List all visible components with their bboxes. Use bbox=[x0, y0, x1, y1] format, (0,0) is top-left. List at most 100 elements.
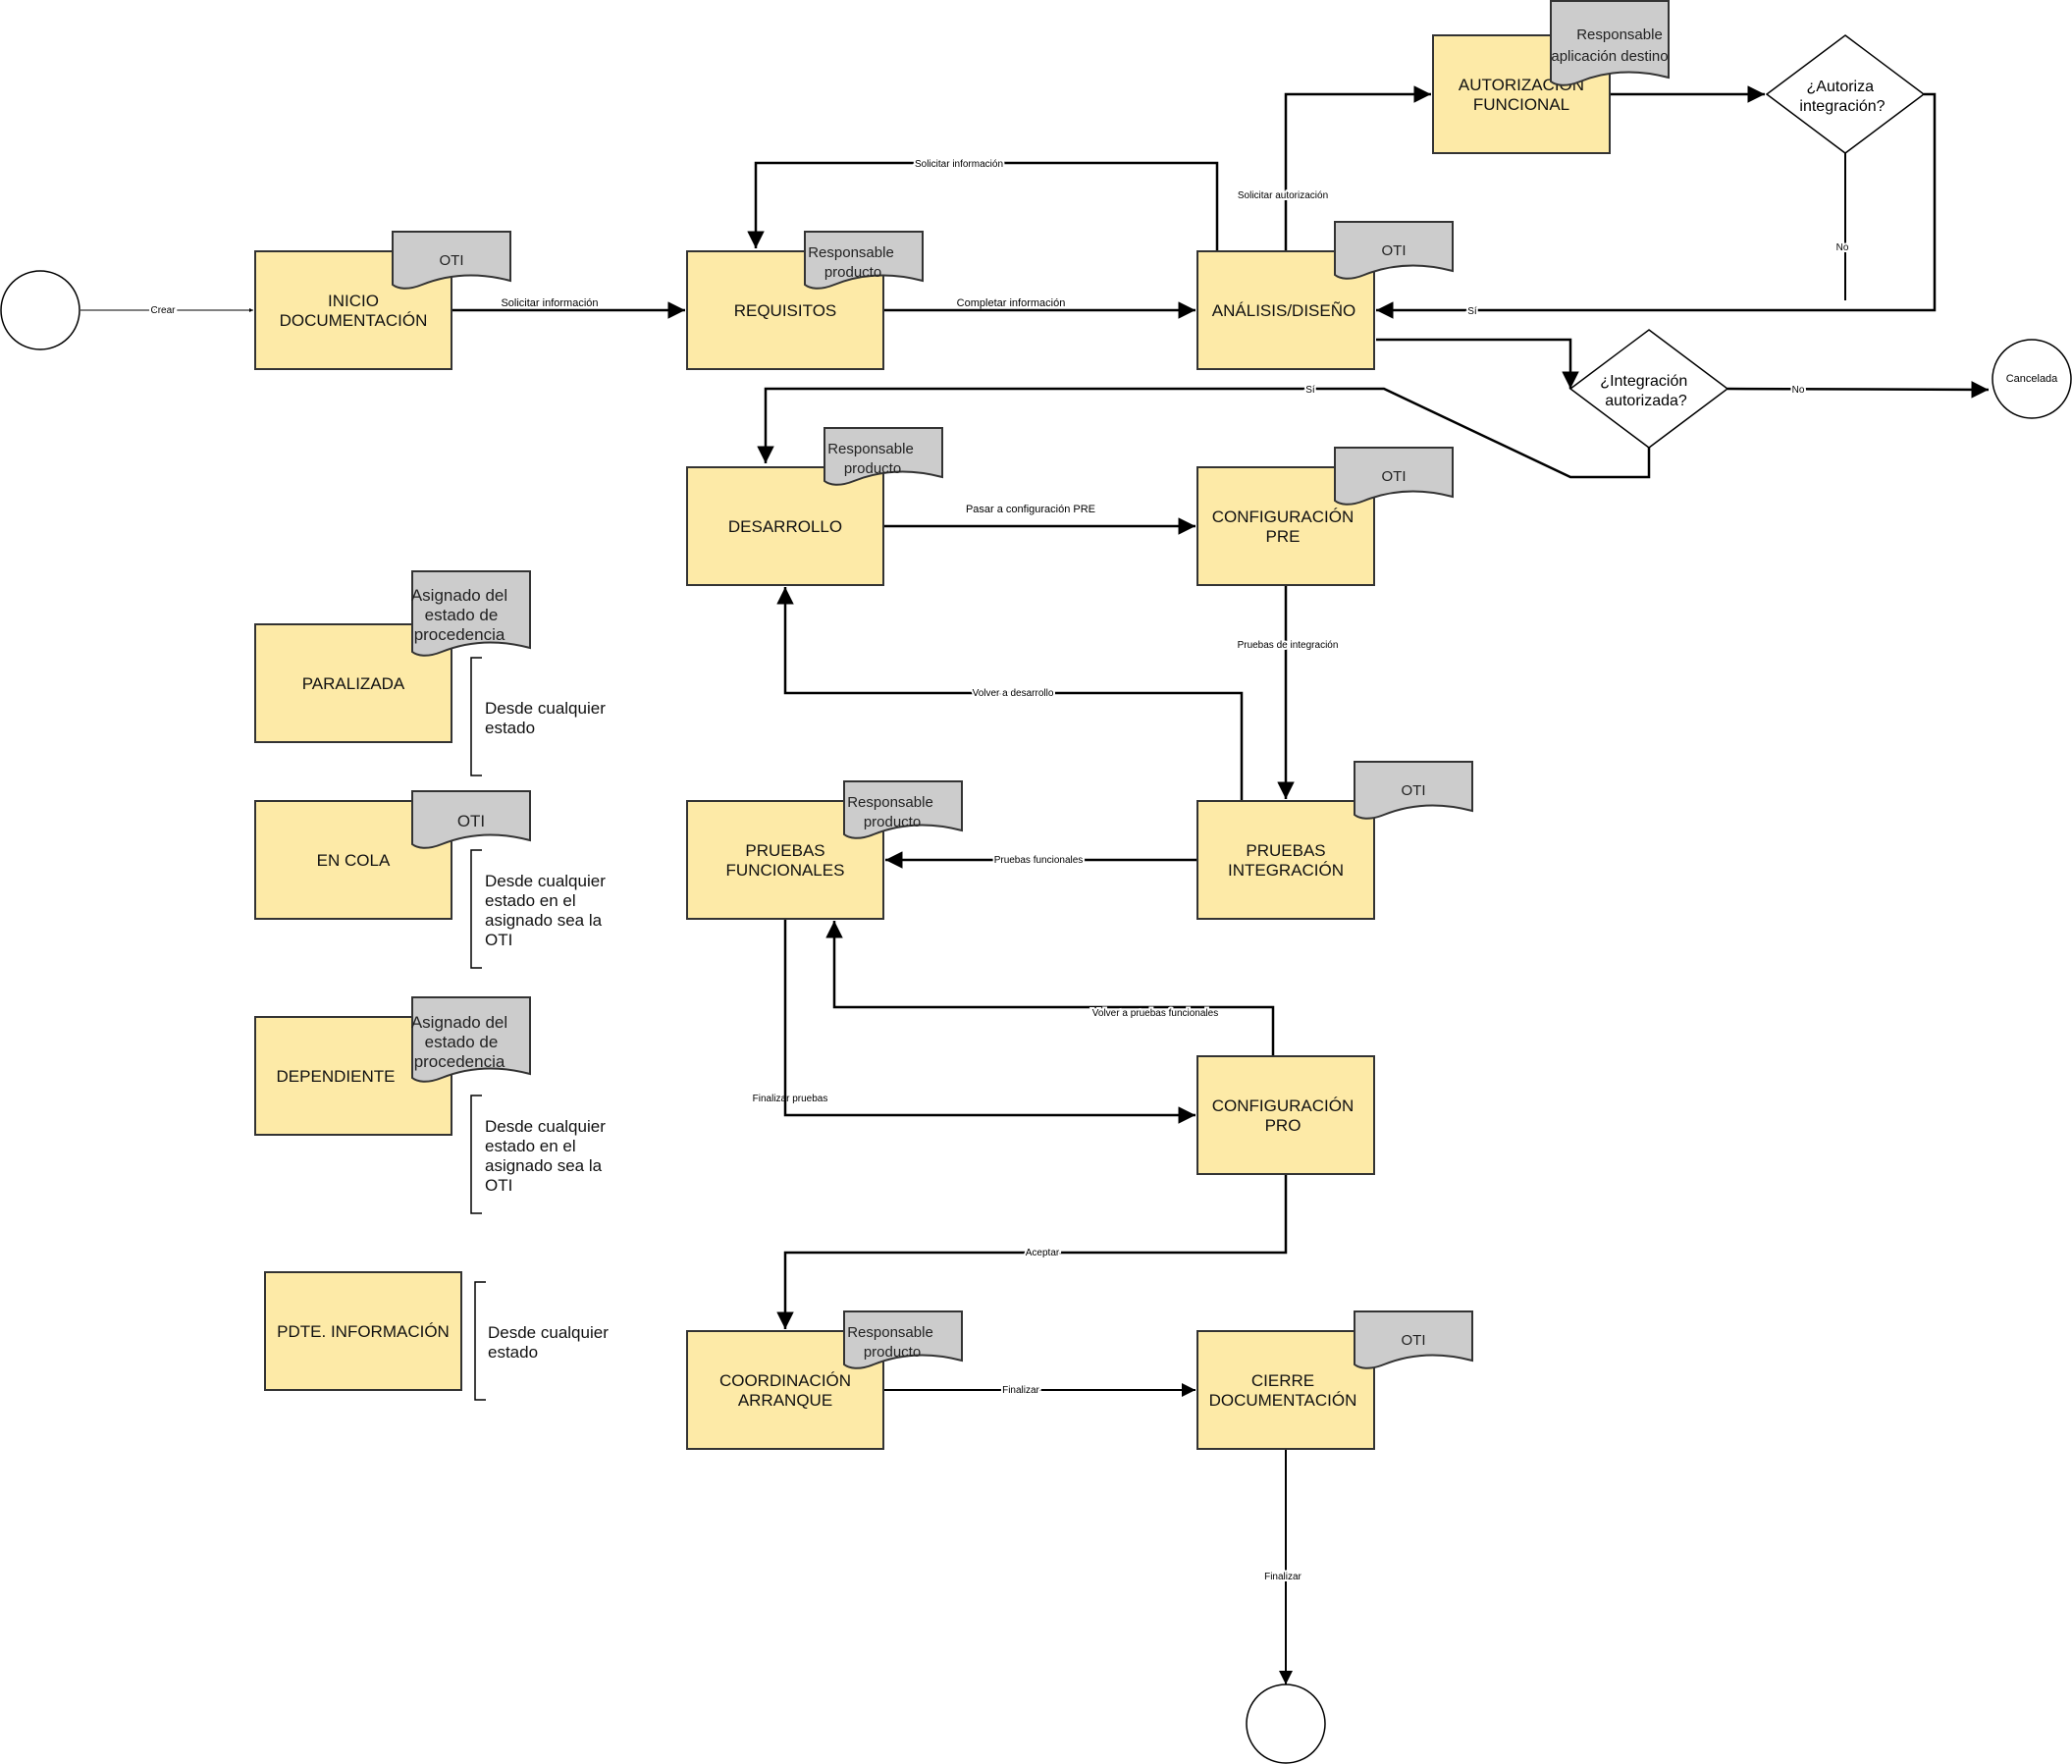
state-dependiente-line-1: DEPENDIENTE bbox=[277, 1067, 396, 1086]
state-pruebas-func-line-1: PRUEBAS bbox=[745, 841, 824, 860]
role-config-pre-line-1: OTI bbox=[1382, 468, 1407, 485]
label-solicitar-info-1: Solicitar información bbox=[501, 297, 598, 309]
cancelada-node: Cancelada bbox=[1992, 339, 2072, 419]
role-cierre-document bbox=[1354, 1310, 1473, 1369]
end-node bbox=[1246, 1684, 1326, 1764]
role-coordinacion-line-1: Responsable bbox=[847, 1324, 933, 1341]
role-en-cola-document bbox=[411, 790, 531, 849]
decision-autoriza-integracion: ¿Autoriza integración? bbox=[1765, 34, 1926, 154]
svg-text:OTI: OTI bbox=[1402, 1332, 1426, 1349]
note-pdte-line-2: estado bbox=[488, 1343, 538, 1362]
state-cierre-line-1: CIERRE bbox=[1251, 1371, 1314, 1390]
state-pdte-informacion bbox=[264, 1271, 462, 1391]
state-config-pro-line-2: PRO bbox=[1265, 1116, 1302, 1135]
state-en-cola-line-1: EN COLA bbox=[317, 851, 391, 870]
svg-text:REQUISITOS: REQUISITOS bbox=[734, 301, 837, 320]
svg-text:ANÁLISIS/DISEÑO: ANÁLISIS/DISEÑO bbox=[1212, 301, 1355, 320]
svg-text:OTI: OTI bbox=[457, 812, 485, 830]
state-config-pre-line-2: PRE bbox=[1266, 527, 1301, 546]
svg-text:DEPENDIENTE: DEPENDIENTE bbox=[277, 1067, 396, 1086]
decision-autoriza-line-1: ¿Autoriza bbox=[1807, 79, 1875, 95]
role-pruebas-int-line-1: OTI bbox=[1402, 782, 1426, 799]
svg-text:OTI: OTI bbox=[440, 252, 464, 269]
role-cierre-line-1: OTI bbox=[1402, 1332, 1426, 1349]
state-pruebas-integracion bbox=[1196, 800, 1375, 920]
svg-text:OTI: OTI bbox=[1382, 468, 1407, 485]
label-integracion-si: Sí bbox=[1305, 385, 1315, 396]
role-requisitos-line-1: Responsable bbox=[808, 244, 894, 261]
state-autorizacion-line-2: FUNCIONAL bbox=[1473, 95, 1569, 114]
label-finalizar-1: Finalizar bbox=[1002, 1385, 1039, 1396]
label-volver-desarrollo: Volver a desarrollo bbox=[973, 688, 1054, 699]
state-config-pro-line-1: CONFIGURACIÓN bbox=[1212, 1096, 1355, 1115]
state-analisis-line-1: ANÁLISIS/DISEÑO bbox=[1212, 301, 1355, 320]
role-paralizada-line-1: Asignado del bbox=[411, 586, 507, 605]
role-requisitos-line-2: producto bbox=[824, 264, 881, 281]
role-inicio-document bbox=[392, 231, 511, 290]
state-inicio-line-1: INICIO bbox=[328, 292, 379, 310]
svg-text:¿Integración autorizad: ¿Integración autorizada? bbox=[1600, 373, 1691, 409]
note-dependiente-line-3: asignado sea la bbox=[485, 1156, 603, 1175]
role-coordinacion-line-2: producto bbox=[864, 1344, 921, 1361]
decision-integracion-autorizada: ¿Integración autorizada? bbox=[1568, 329, 1729, 449]
annotation-bracket-paralizada bbox=[470, 657, 482, 776]
label-finalizar-pruebas: Finalizar pruebas bbox=[753, 1094, 828, 1104]
role-pruebas-func-line-1: Responsable bbox=[847, 794, 933, 811]
state-coordinacion-line-2: ARRANQUE bbox=[738, 1391, 832, 1410]
svg-text:OTI: OTI bbox=[1382, 242, 1407, 259]
role-pruebas-func-document bbox=[843, 780, 963, 839]
edge-to-integracion bbox=[1376, 338, 1579, 389]
label-pasar-config-pre: Pasar a configuración PRE bbox=[966, 504, 1095, 515]
label-pruebas-integracion: Pruebas de integración bbox=[1238, 640, 1339, 651]
edge-autoriza-si bbox=[1376, 92, 1937, 319]
note-paralizada-line-2: estado bbox=[485, 719, 535, 737]
edge-solicitar-autorizacion bbox=[1284, 85, 1431, 251]
cancelada-label: Cancelada bbox=[2006, 373, 2058, 385]
note-en-cola-line-1: Desde cualquier bbox=[485, 872, 606, 890]
start-node bbox=[0, 270, 80, 350]
state-cierre-line-2: DOCUMENTACIÓN bbox=[1209, 1391, 1357, 1410]
label-completar-info: Completar información bbox=[957, 297, 1066, 309]
role-autorizacion-line-2: aplicación destino bbox=[1551, 48, 1668, 65]
role-pruebas-int-document bbox=[1354, 761, 1473, 820]
role-autorizacion-document bbox=[1550, 0, 1670, 86]
note-pdte-line-1: Desde cualquier bbox=[488, 1323, 609, 1342]
state-pruebas-int-line-1: PRUEBAS bbox=[1246, 841, 1325, 860]
decision-autoriza-line-2: integración? bbox=[1799, 98, 1885, 115]
role-requisitos-document bbox=[804, 231, 924, 290]
note-paralizada-line-1: Desde cualquier bbox=[485, 699, 606, 718]
label-pruebas-funcionales: Pruebas funcionales bbox=[994, 855, 1084, 866]
note-dependiente-line-4: OTI bbox=[485, 1176, 512, 1195]
role-paralizada-line-2: estado de bbox=[425, 606, 499, 624]
svg-text:EN COLA: EN COLA bbox=[317, 851, 391, 870]
role-paralizada-line-3: procedencia bbox=[414, 625, 505, 644]
edge-volver-desarrollo bbox=[776, 587, 1244, 801]
state-coordinacion-line-1: COORDINACIÓN bbox=[719, 1371, 851, 1390]
edge-integracion-no bbox=[1727, 381, 1990, 399]
svg-text:PARALIZADA: PARALIZADA bbox=[302, 674, 405, 693]
role-analisis-document bbox=[1334, 221, 1454, 280]
label-solicitar-autorizacion: Solicitar autorización bbox=[1238, 190, 1328, 201]
annotation-bracket-dependiente bbox=[470, 1095, 482, 1214]
role-dependiente-line-3: procedencia bbox=[414, 1052, 505, 1071]
role-desarrollo-document bbox=[823, 427, 943, 486]
state-config-pre-line-1: CONFIGURACIÓN bbox=[1212, 508, 1355, 526]
state-desarrollo bbox=[686, 466, 884, 586]
role-desarrollo-line-1: Responsable bbox=[827, 441, 914, 457]
edge-solicitar-info-2 bbox=[747, 161, 1219, 251]
state-pruebas-int-line-2: INTEGRACIÓN bbox=[1228, 861, 1344, 880]
role-analisis-line-1: OTI bbox=[1382, 242, 1407, 259]
role-config-pre-document bbox=[1334, 447, 1454, 506]
